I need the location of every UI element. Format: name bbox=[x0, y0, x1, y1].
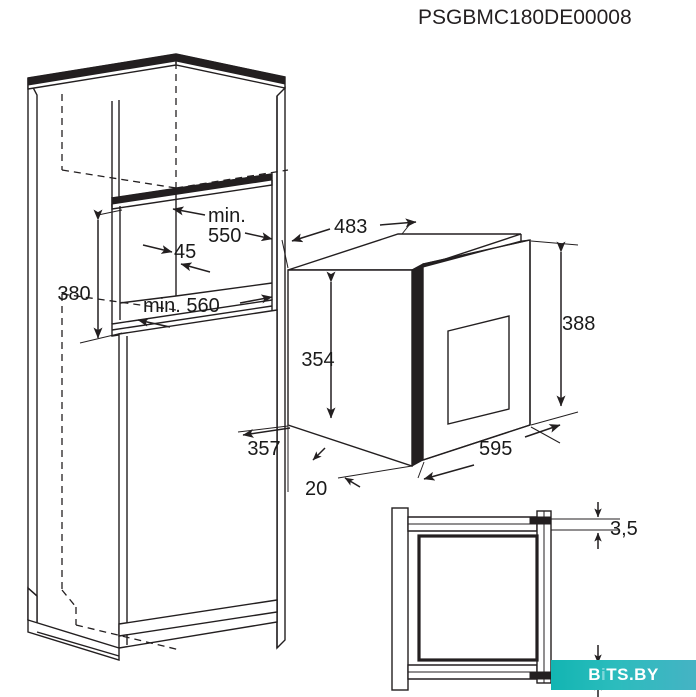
dim-45-label: 45 bbox=[174, 241, 196, 263]
dim-min-550: min. 550 bbox=[172, 205, 273, 247]
dim-483-line-right bbox=[379, 218, 417, 228]
dim-357: 357 bbox=[237, 425, 291, 492]
dim-20: 20 bbox=[305, 447, 413, 500]
dim-483: 483 bbox=[281, 216, 417, 269]
oven-front-detail-view: 3,5 bbox=[391, 502, 638, 697]
dim-20-line-right bbox=[344, 477, 361, 488]
dim-483-line-left bbox=[291, 228, 331, 243]
dim-560-line-right bbox=[239, 294, 273, 304]
cabinet-lower-door-plinth bbox=[118, 599, 278, 637]
dim-560-label: min. 560 bbox=[143, 295, 220, 317]
dim-388-ext-bottom bbox=[530, 411, 579, 426]
cabinet-base-line bbox=[36, 631, 120, 657]
dim-595-line-left bbox=[423, 464, 475, 481]
dim-550-label-value: 550 bbox=[208, 225, 241, 247]
lower-hidden-edge-5 bbox=[75, 624, 181, 651]
cabinet-base-slab bbox=[27, 619, 120, 661]
dim-595-ext-left bbox=[417, 461, 425, 479]
dim-354-label: 354 bbox=[301, 349, 334, 371]
detail-top-right-connector bbox=[529, 516, 552, 525]
watermark-rest: TS.BY bbox=[606, 665, 659, 684]
dim-20-ext bbox=[337, 465, 413, 479]
dim-min-560: min. 560 bbox=[137, 294, 273, 328]
dim-560-line-left bbox=[137, 317, 171, 328]
dim-354: 354 bbox=[301, 271, 336, 419]
dim-20-label: 20 bbox=[305, 478, 327, 500]
dim-380-ext-bottom bbox=[79, 332, 123, 344]
cabinet-right-panel bbox=[276, 86, 286, 650]
dim-357-label: 357 bbox=[247, 438, 280, 460]
watermark-text: BiTS.BY bbox=[588, 665, 659, 685]
dim-595-label: 595 bbox=[479, 438, 512, 460]
dim-357-line bbox=[242, 427, 291, 438]
dim-550-label-min: min. bbox=[208, 205, 246, 227]
cabinet-niche-view: 380 min. 550 45 min. 560 bbox=[27, 53, 289, 661]
detail-left-bar bbox=[391, 507, 409, 691]
oven-door-face bbox=[422, 239, 531, 461]
oven-door-edge bbox=[411, 263, 424, 467]
dim-380-label: 380 bbox=[57, 283, 90, 305]
dim-388: 388 bbox=[530, 240, 595, 426]
oven-isometric-view: 483 354 388 357 bbox=[237, 216, 595, 500]
dim-595-line-right bbox=[524, 424, 561, 438]
watermark-letter-b: B bbox=[588, 665, 601, 684]
dim-388-ext-top bbox=[530, 240, 579, 246]
dim-20-line-left bbox=[312, 447, 326, 461]
dim-483-label: 483 bbox=[334, 216, 367, 238]
dim-45: 45 bbox=[142, 241, 211, 273]
dim-483-ext-right bbox=[401, 223, 411, 235]
dim-45-line-left bbox=[142, 244, 173, 254]
detail-inner-frame bbox=[417, 534, 539, 662]
dim-3-5: 3,5 bbox=[551, 502, 638, 549]
dim-380-ext-top bbox=[97, 209, 123, 216]
dim-483-ext-left bbox=[281, 239, 289, 269]
oven-door-window bbox=[447, 315, 510, 425]
dim-550-line-left bbox=[172, 206, 206, 216]
dim-35-label: 3,5 bbox=[610, 518, 638, 540]
watermark-letter-i: i bbox=[600, 665, 607, 684]
dim-380: 380 bbox=[57, 209, 123, 344]
drawing-title: PSGBMC180DE00008 bbox=[418, 6, 632, 29]
niche-inner-floor-left bbox=[119, 295, 177, 304]
cabinet-left-panel bbox=[27, 77, 38, 635]
dim-45-line-right bbox=[180, 262, 211, 273]
oven-bottom-front-edge bbox=[422, 424, 531, 461]
dim-388-label: 388 bbox=[562, 313, 595, 335]
niche-hidden-edge-2 bbox=[61, 169, 177, 189]
detail-bottom-right-connector bbox=[529, 671, 552, 680]
dim-595: 595 bbox=[417, 424, 561, 481]
cabinet-lower-door bbox=[118, 309, 278, 649]
dim-595-ext-right bbox=[530, 426, 561, 444]
lower-hidden-edge-3 bbox=[61, 589, 77, 608]
niche-inner-floor-right bbox=[175, 282, 273, 297]
dim-550-line-right bbox=[244, 232, 273, 242]
cabinet-left-notch bbox=[27, 587, 38, 597]
watermark-bits-by: BiTS.BY bbox=[551, 660, 696, 690]
